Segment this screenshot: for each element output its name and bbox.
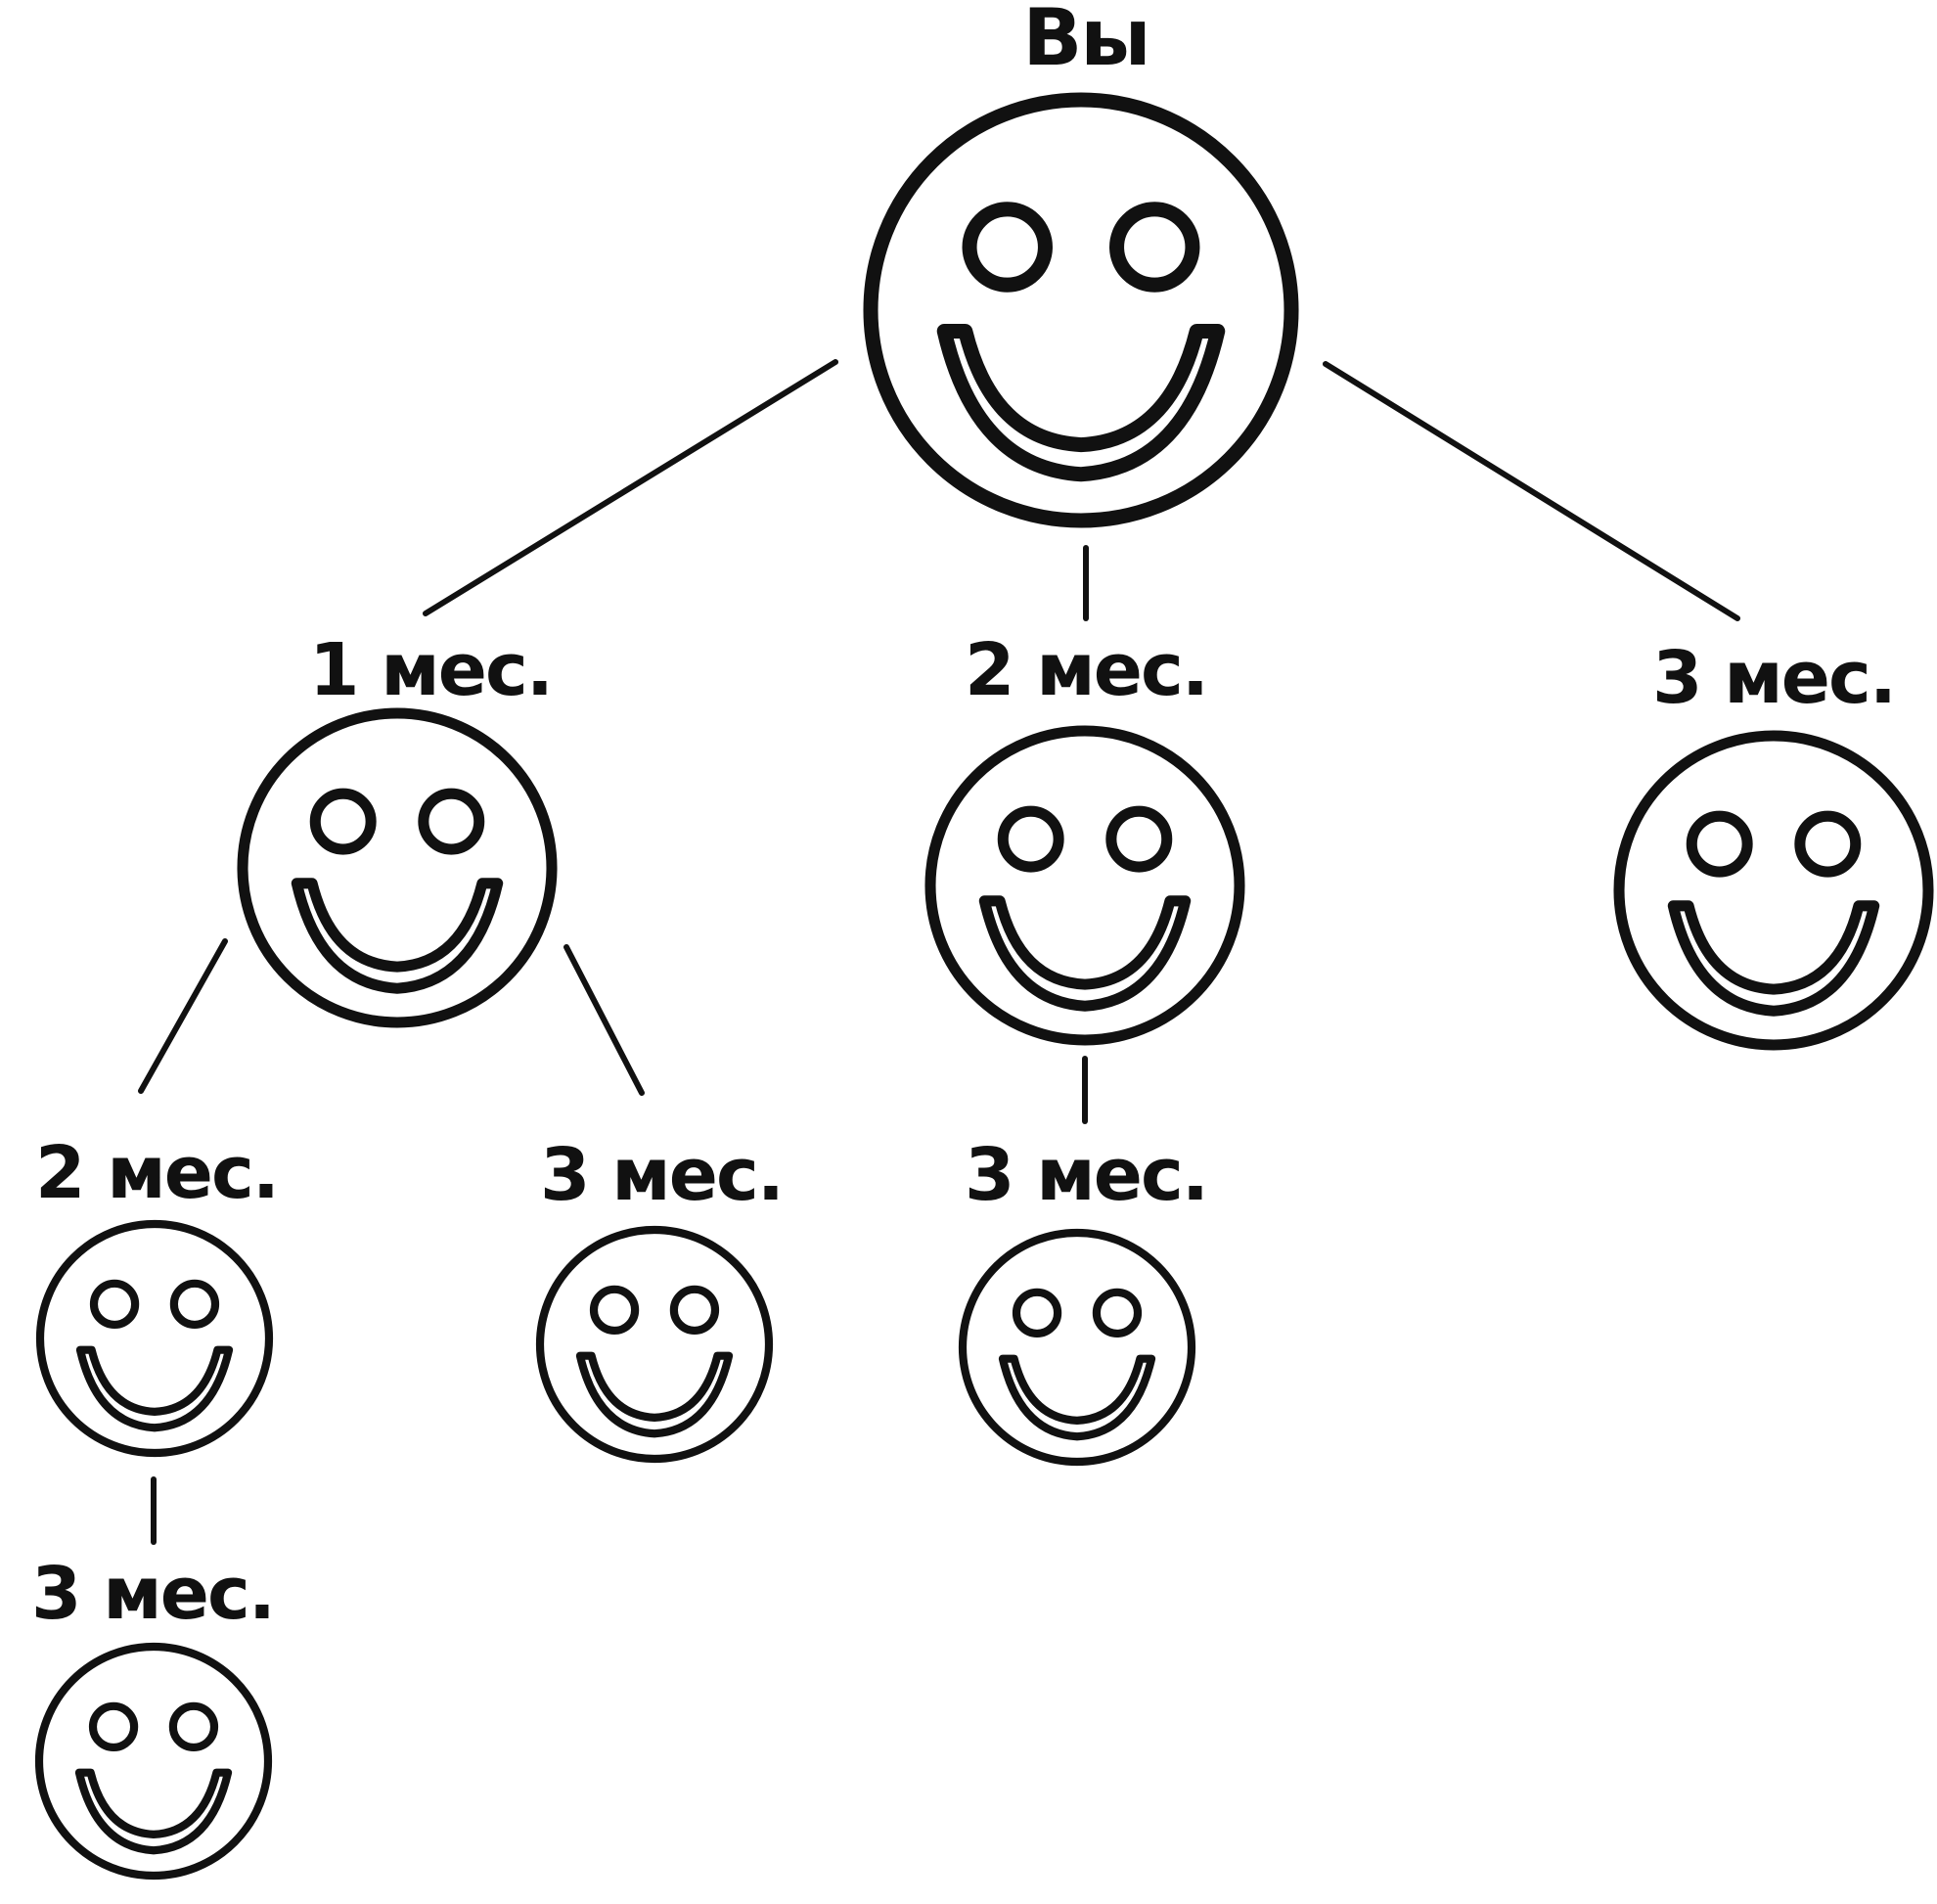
smiley-face-icon: [237, 707, 558, 1028]
smile-mouth: [936, 323, 1226, 482]
connector-lines: [138, 359, 1740, 1545]
smiley-face-icon: [35, 1219, 274, 1458]
label-n1aa: 3 мес.: [31, 1552, 274, 1636]
smiley-face-icon: [924, 725, 1245, 1046]
edge-n1-n1b: [563, 944, 645, 1096]
smiley-face-icon: [1613, 730, 1934, 1051]
edge-n1-n1a: [138, 938, 228, 1094]
label-n2: 2 мес.: [965, 628, 1207, 712]
right-eye: [1092, 1288, 1143, 1338]
left-eye: [589, 1285, 640, 1336]
left-eye: [88, 1701, 139, 1752]
face-outline: [35, 1219, 274, 1458]
left-eye: [89, 1279, 140, 1330]
smile-mouth: [978, 895, 1192, 1012]
face-outline: [535, 1225, 774, 1464]
left-eye: [997, 805, 1064, 873]
label-n2a: 3 мес.: [965, 1133, 1207, 1217]
label-n1: 1 мес.: [309, 628, 552, 712]
smiley-face-icon: [34, 1642, 273, 1881]
smiley-face-icon: [863, 92, 1299, 528]
smile-mouth: [74, 1768, 233, 1855]
smile-mouth: [291, 878, 504, 994]
smile-mouth: [575, 1351, 734, 1438]
left-eye: [962, 202, 1053, 293]
node-labels: Вы 1 мес. 2 мес. 3 мес. 2 мес. 3 мес. 3 …: [31, 0, 1897, 1636]
right-eye: [1794, 810, 1862, 878]
smile-mouth: [1667, 900, 1880, 1017]
label-n1a: 2 мес.: [35, 1131, 278, 1215]
smiley-face-icon: [535, 1225, 774, 1464]
edge-root-n3: [1323, 361, 1740, 621]
face-outline: [237, 707, 558, 1028]
face-outline: [958, 1228, 1196, 1467]
face-outline: [863, 92, 1299, 528]
right-eye: [169, 1279, 220, 1330]
right-eye: [168, 1701, 219, 1752]
face-outline: [1613, 730, 1934, 1051]
left-eye: [1012, 1288, 1062, 1338]
edge-root-n1: [423, 359, 838, 616]
right-eye: [1109, 202, 1200, 293]
face-outline: [924, 725, 1245, 1046]
smile-mouth: [998, 1354, 1156, 1441]
smile-mouth: [75, 1345, 234, 1432]
smiley-face-icon: [958, 1228, 1196, 1467]
left-eye: [309, 788, 377, 855]
face-outline: [34, 1642, 273, 1881]
right-eye: [1105, 805, 1173, 873]
left-eye: [1686, 810, 1753, 878]
label-n3: 3 мес.: [1652, 636, 1895, 720]
right-eye: [669, 1285, 720, 1336]
label-n1b: 3 мес.: [540, 1133, 783, 1217]
right-eye: [418, 788, 485, 855]
label-root: Вы: [1022, 0, 1149, 83]
